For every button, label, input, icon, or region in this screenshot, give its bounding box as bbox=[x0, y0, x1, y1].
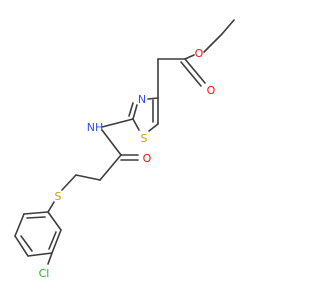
bond-ph-3 bbox=[27, 252, 53, 257]
bond-s-phenyl bbox=[47, 201, 55, 213]
bond-ph-4 bbox=[14, 235, 29, 257]
bond-ph-1 bbox=[47, 211, 62, 231]
background bbox=[0, 0, 300, 300]
bond-ethyl-ch3 bbox=[221, 19, 235, 35]
bond-n3-c4 bbox=[147, 97, 159, 100]
bond-ph-inner-2 bbox=[20, 235, 33, 252]
bond-ch2-ch2 bbox=[75, 174, 101, 181]
bond-carbonyl-o-a bbox=[184, 58, 206, 84]
bond-ph-6 bbox=[23, 211, 49, 215]
bond-ch2-s bbox=[61, 174, 77, 191]
bond-c5-s1 bbox=[148, 123, 159, 132]
chlorine-label: Cl bbox=[39, 267, 50, 280]
bond-carbonyl-o-b bbox=[180, 61, 202, 87]
amide-nh-label: NH bbox=[87, 121, 104, 134]
bond-ph-inner-1 bbox=[48, 231, 57, 250]
bonds bbox=[14, 19, 235, 265]
bond-ph-cl bbox=[47, 252, 53, 265]
bond-ph-2 bbox=[51, 229, 62, 254]
bond-c2-n3-b bbox=[128, 102, 134, 117]
bond-nh-amide-c bbox=[101, 129, 122, 156]
molecule-structure: O O N S NH O S Cl bbox=[0, 0, 300, 300]
atom-labels: O O N S NH O S Cl bbox=[39, 47, 216, 280]
bond-s1-c2 bbox=[132, 118, 140, 131]
thiazole-nitrogen-label: N bbox=[138, 93, 146, 106]
ester-oxygen-double-label: O bbox=[207, 84, 216, 97]
bond-ph-inner-3 bbox=[26, 216, 46, 219]
bond-ph-5 bbox=[14, 213, 25, 237]
bond-oester-carbonyl bbox=[184, 54, 195, 60]
thiazole-sulfur-label: S bbox=[141, 132, 148, 145]
amide-oxygen-label: O bbox=[143, 152, 152, 165]
ester-oxygen-single-label: O bbox=[195, 47, 204, 60]
bond-amide-ch2 bbox=[99, 154, 122, 181]
bond-ethyl-ch2 bbox=[210, 33, 223, 46]
bond-c2-nh bbox=[101, 118, 134, 128]
bond-ch2-oester bbox=[203, 44, 212, 53]
bond-c2-n3-a bbox=[132, 104, 138, 120]
thioether-sulfur-label: S bbox=[55, 190, 62, 203]
